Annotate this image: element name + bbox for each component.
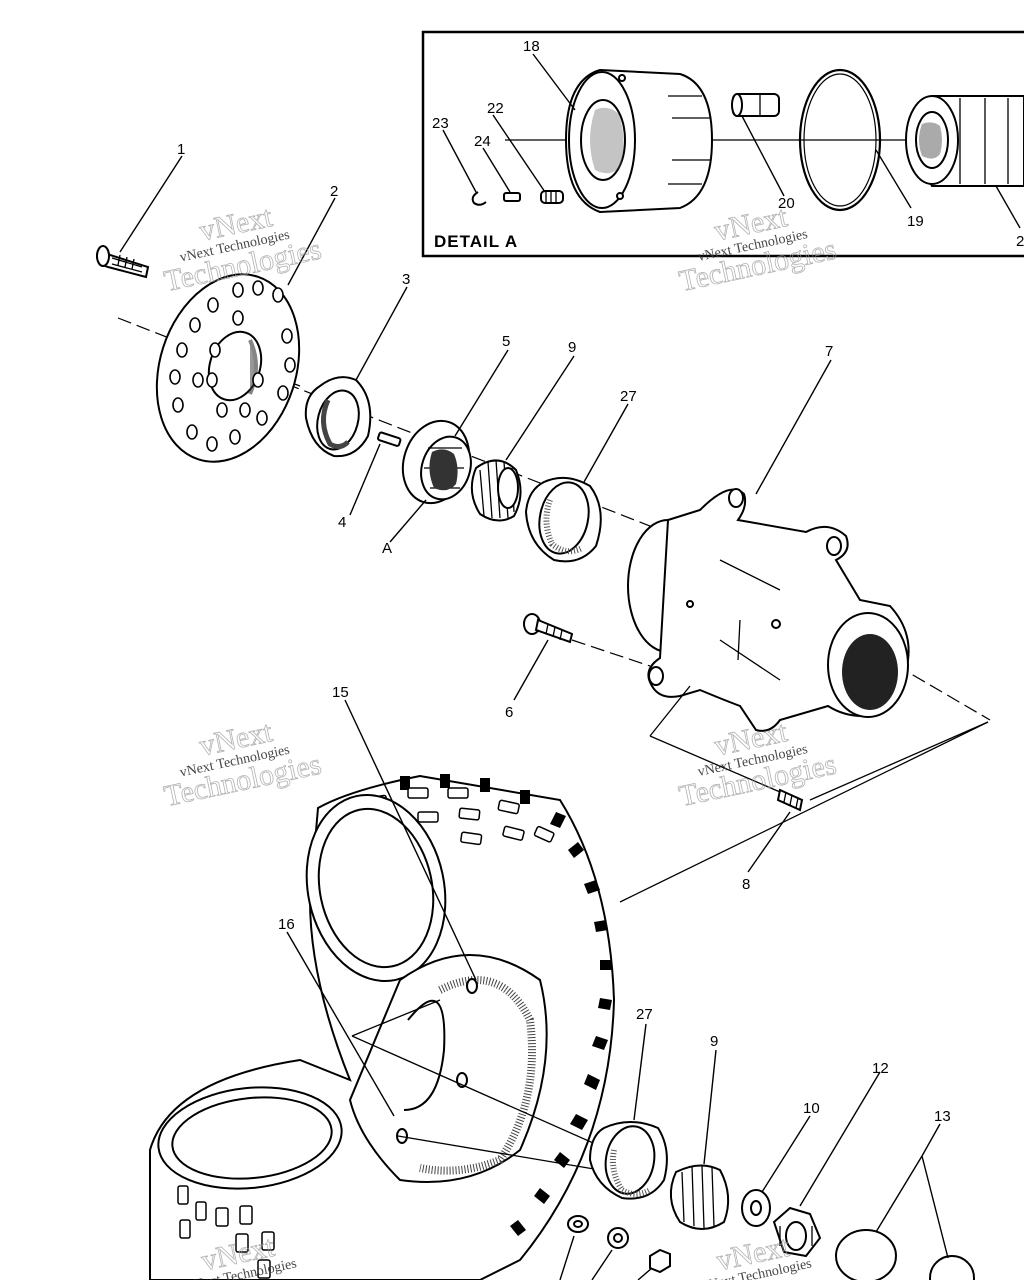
- detail-a-assembly: [401, 419, 472, 505]
- part-6-bolt: [523, 613, 574, 644]
- callout-27b: 27: [636, 1006, 653, 1023]
- callout-1: 1: [177, 141, 185, 158]
- watermark-top-left: vNext Technologies vNext Technologies: [161, 200, 325, 299]
- callout-10: 10: [803, 1100, 820, 1117]
- callout-23: 23: [432, 115, 449, 132]
- part-23-clip: [471, 191, 487, 206]
- part-20-pin: [731, 93, 780, 117]
- detail-a-title: DETAIL A: [434, 232, 518, 251]
- watermark-bottom-left: vNext vNext Technologies: [185, 1229, 298, 1280]
- part-13-cotter-rings: [835, 1229, 975, 1280]
- callout-16: 16: [278, 916, 295, 933]
- part-27-race-lower: [588, 1121, 668, 1200]
- part-9-bearing-upper: [470, 459, 522, 522]
- part-10-washer: [741, 1189, 771, 1227]
- part-3-seal: [304, 376, 372, 458]
- watermark-mid-right: vNext Technologies vNext Technologies: [676, 715, 840, 814]
- part-21-cap: [905, 95, 1024, 187]
- callout-5: 5: [502, 333, 510, 350]
- part-18-clutch-body: [564, 68, 714, 214]
- lower-small-hardware: [559, 1215, 671, 1280]
- part-22-spring: [540, 190, 564, 204]
- part-4-key: [377, 431, 402, 447]
- callout-4: 4: [338, 514, 346, 531]
- part-7-hub: [627, 488, 910, 732]
- callout-a: A: [382, 540, 392, 557]
- callout-8: 8: [742, 876, 750, 893]
- part-27-race-upper: [524, 476, 602, 563]
- callout-9a: 9: [568, 339, 576, 356]
- callout-20: 20: [778, 195, 795, 212]
- tire-assembly: [149, 774, 616, 1280]
- part-19-o-ring: [798, 68, 882, 212]
- callout-21: 2: [1016, 233, 1024, 250]
- callout-24: 24: [474, 133, 491, 150]
- callout-18: 18: [523, 38, 540, 55]
- callout-2: 2: [330, 183, 338, 200]
- callout-13: 13: [934, 1108, 951, 1125]
- callout-3: 3: [402, 271, 410, 288]
- part-8-grease-fitting: [776, 788, 804, 812]
- part-9-bearing-lower: [669, 1164, 730, 1230]
- callout-6: 6: [505, 704, 513, 721]
- callout-7: 7: [825, 343, 833, 360]
- callout-22: 22: [487, 100, 504, 117]
- callout-15: 15: [332, 684, 349, 701]
- part-2-brake-disc: [155, 273, 301, 463]
- detail-a-inset: DETAIL A: [421, 30, 1024, 258]
- part-12-castle-nut: [772, 1206, 822, 1258]
- watermark-mid-left: vNext Technologies vNext Technologies: [161, 715, 325, 814]
- callout-9b: 9: [710, 1033, 718, 1050]
- callout-12: 12: [872, 1060, 889, 1077]
- part-24-pin: [503, 192, 521, 202]
- callout-19: 19: [907, 213, 924, 230]
- part-1-bolt: [96, 245, 150, 279]
- callout-27a: 27: [620, 388, 637, 405]
